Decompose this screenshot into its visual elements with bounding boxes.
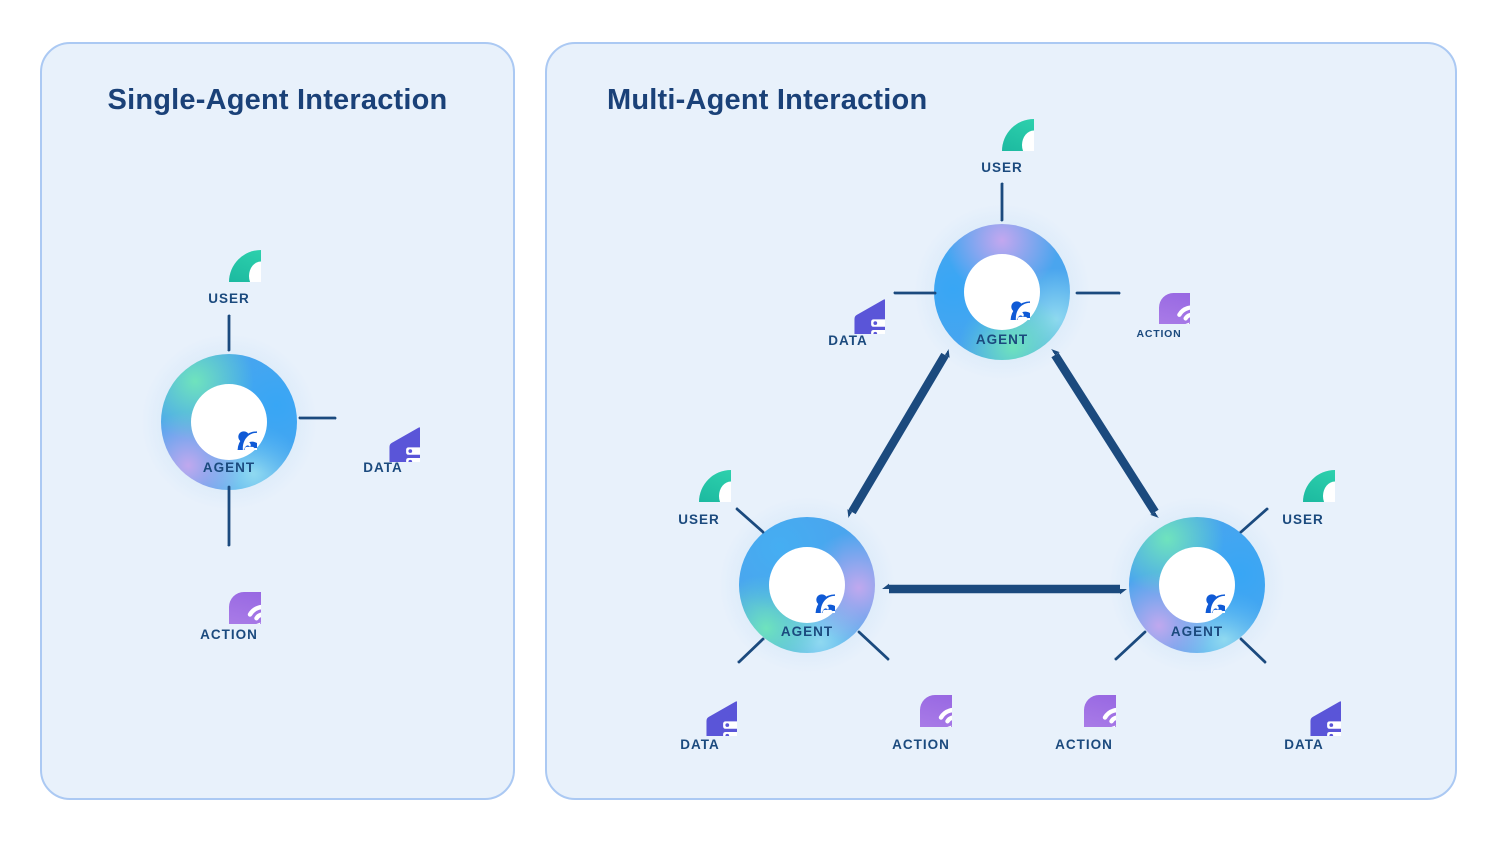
- data-label: DATA: [828, 333, 868, 348]
- robot-face-icon: [191, 384, 267, 460]
- robot-face-icon: [1159, 547, 1235, 623]
- user-avatar-icon: [667, 438, 731, 502]
- agent-label: AGENT: [1170, 624, 1224, 639]
- data-label: DATA: [363, 460, 403, 475]
- data-label: DATA: [680, 737, 720, 752]
- single-agent-title: Single-Agent Interaction: [107, 84, 448, 116]
- action-square-icon: [1052, 663, 1116, 727]
- robot-face-icon: [964, 254, 1040, 330]
- multi-agent-panel: Multi-Agent Interaction USER AGENT DATA …: [545, 42, 1457, 800]
- multi-agent-title: Multi-Agent Interaction: [607, 84, 928, 116]
- user-label: USER: [1282, 512, 1324, 527]
- agent-label: AGENT: [780, 624, 834, 639]
- user-avatar-icon: [970, 87, 1034, 151]
- arrow-agent-top-to-bottom-left: [852, 355, 945, 512]
- action-label: ACTION: [1055, 737, 1113, 752]
- agent-label: AGENT: [975, 332, 1029, 347]
- action-square-icon: [1128, 262, 1190, 324]
- user-label: USER: [678, 512, 720, 527]
- action-label: ACTION: [1136, 328, 1182, 340]
- user-label: USER: [981, 160, 1023, 175]
- user-label: USER: [208, 291, 250, 306]
- data-hexagon-icon: [1267, 654, 1341, 736]
- data-hexagon-icon: [811, 252, 885, 334]
- agent-gradient-ring: [934, 224, 1070, 360]
- action-square-icon: [197, 560, 261, 624]
- data-hexagon-icon: [346, 380, 420, 462]
- action-label: ACTION: [200, 627, 258, 642]
- robot-face-icon: [769, 547, 845, 623]
- single-agent-panel: Single-Agent Interaction USER AGENT DATA…: [40, 42, 515, 800]
- user-avatar-icon: [197, 218, 261, 282]
- agent-gradient-ring: [739, 517, 875, 653]
- user-avatar-icon: [1271, 438, 1335, 502]
- data-label: DATA: [1284, 737, 1324, 752]
- data-hexagon-icon: [663, 654, 737, 736]
- action-label: ACTION: [892, 737, 950, 752]
- agent-label: AGENT: [202, 460, 256, 475]
- action-square-icon: [888, 663, 952, 727]
- arrow-agent-top-to-bottom-right: [1055, 355, 1155, 512]
